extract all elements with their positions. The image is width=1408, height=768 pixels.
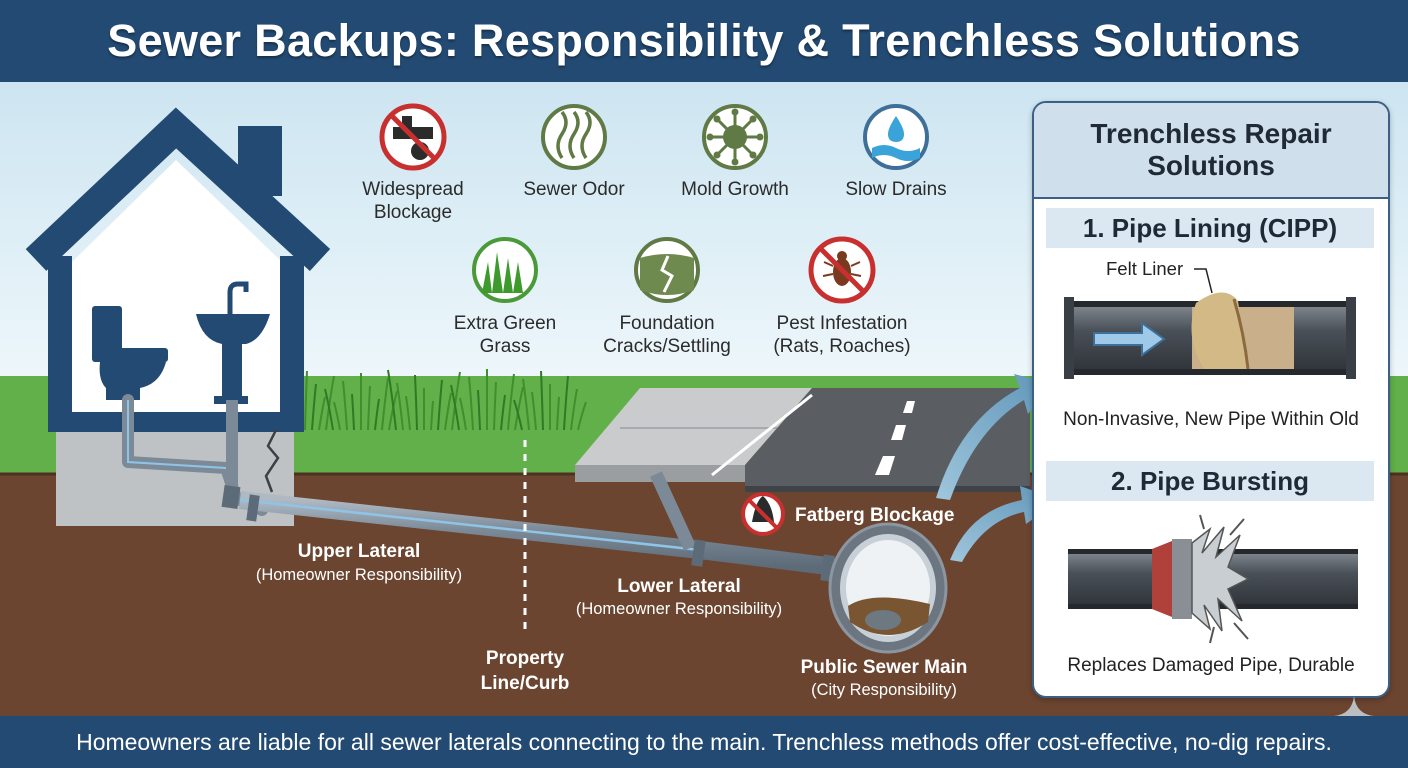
grass-blade [405, 395, 411, 431]
drain-pipes [122, 394, 837, 582]
grass-blade [351, 393, 355, 431]
grass-tufts [304, 368, 587, 431]
grass-blade [531, 391, 537, 431]
symptom-slow-drains [863, 104, 929, 170]
grass-blade [514, 386, 524, 431]
public-main-title: Public Sewer Main [801, 657, 968, 678]
symptom-label-grass-1: Extra Green [454, 313, 556, 334]
road-edge [745, 486, 1030, 492]
grass-blade [318, 396, 326, 431]
method-title-lining: 1. Pipe Lining (CIPP) [1046, 208, 1374, 248]
sink-icon [196, 281, 270, 404]
road-dashes [875, 401, 915, 475]
grass-blade [570, 388, 578, 431]
symptom-label-pest-2: (Rats, Roaches) [773, 336, 910, 357]
grass-blade [477, 389, 481, 431]
page-title: Sewer Backups: Responsibility & Trenchle… [107, 15, 1301, 66]
grass-blade [381, 377, 389, 431]
upper-lateral-title: Upper Lateral [298, 541, 420, 562]
symptom-label-pest-1: Pest Infestation [777, 313, 908, 334]
grass-blade [324, 388, 334, 431]
foundation-crack [264, 429, 280, 493]
symptom-no-blockage [379, 103, 447, 171]
symptom-label-crack-1: Foundation [619, 313, 714, 334]
symptom-grass [472, 237, 538, 303]
symptom-pest [808, 236, 876, 304]
grass-blade [387, 369, 397, 431]
grass-blade [556, 396, 560, 431]
grass-blade [444, 392, 452, 431]
grass-blade [500, 394, 506, 431]
road-edge-line [711, 393, 813, 477]
sewer-main [828, 522, 948, 654]
grass-blade [311, 383, 317, 431]
grass-blade [450, 384, 460, 431]
footer-text: Homeowners are liable for all sewer late… [76, 728, 1332, 755]
symptom-label-mold: Mold Growth [681, 179, 789, 200]
grass-blade [577, 401, 587, 431]
cleanout-pipe [650, 471, 696, 551]
upper-lateral-note: (Homeowner Responsibility) [256, 566, 462, 584]
symptom-label-blockage-2: Blockage [374, 202, 452, 223]
grass-blade [304, 370, 308, 431]
grass-blade [430, 400, 434, 431]
grass-blade [342, 380, 348, 431]
method-caption-bursting: Replaces Damaged Pipe, Durable [1067, 655, 1355, 676]
grass-blade [522, 378, 530, 431]
grass-blade [563, 375, 569, 431]
symptom-mold [702, 104, 768, 170]
felt-liner-callout: Felt Liner [1106, 258, 1183, 279]
lower-lateral-note: (Homeowner Responsibility) [576, 600, 782, 618]
symptom-label-odor: Sewer Odor [523, 179, 625, 200]
symptom-crack [634, 237, 700, 303]
symptom-label-grass-2: Grass [480, 336, 531, 357]
grass-blade [325, 375, 335, 431]
grass-blade [468, 376, 474, 431]
method-caption-lining: Non-Invasive, New Pipe Within Old [1063, 409, 1359, 430]
grass-blade [459, 397, 467, 431]
public-main-note: (City Responsibility) [811, 681, 957, 699]
title-bar: Sewer Backups: Responsibility & Trenchle… [0, 0, 1408, 82]
grass-blade [367, 385, 371, 431]
grass-blade [513, 399, 523, 431]
pipe-lining-illustration: Felt Liner [1064, 258, 1356, 379]
property-line-label-1: Property [486, 648, 565, 669]
property-line-label-2: Line/Curb [481, 673, 570, 694]
symptom-odor [541, 104, 607, 170]
symptom-label-drains: Slow Drains [845, 179, 946, 200]
grass-blade [451, 371, 461, 431]
grass-blade [540, 370, 544, 431]
grass-blade [493, 381, 497, 431]
symptom-label-blockage-1: Widespread [362, 179, 463, 200]
grass-blade [374, 398, 380, 431]
method-title-bursting: 2. Pipe Bursting [1046, 461, 1374, 501]
grass-blade [333, 401, 341, 431]
sidewalk [575, 388, 812, 465]
grass-blade [507, 373, 515, 431]
fatberg-label: Fatberg Blockage [795, 505, 954, 526]
grass-blade [396, 382, 404, 431]
symptom-label-crack-2: Cracks/Settling [603, 336, 731, 357]
pipe-bursting-illustration [1068, 514, 1358, 644]
grass-blade [414, 374, 418, 431]
toilet-icon [92, 306, 168, 400]
lower-lateral-title: Lower Lateral [617, 576, 741, 597]
footer-bar: Homeowners are liable for all sewer late… [0, 716, 1408, 768]
no-grease-icon [741, 492, 785, 536]
grass-blade [437, 379, 443, 431]
